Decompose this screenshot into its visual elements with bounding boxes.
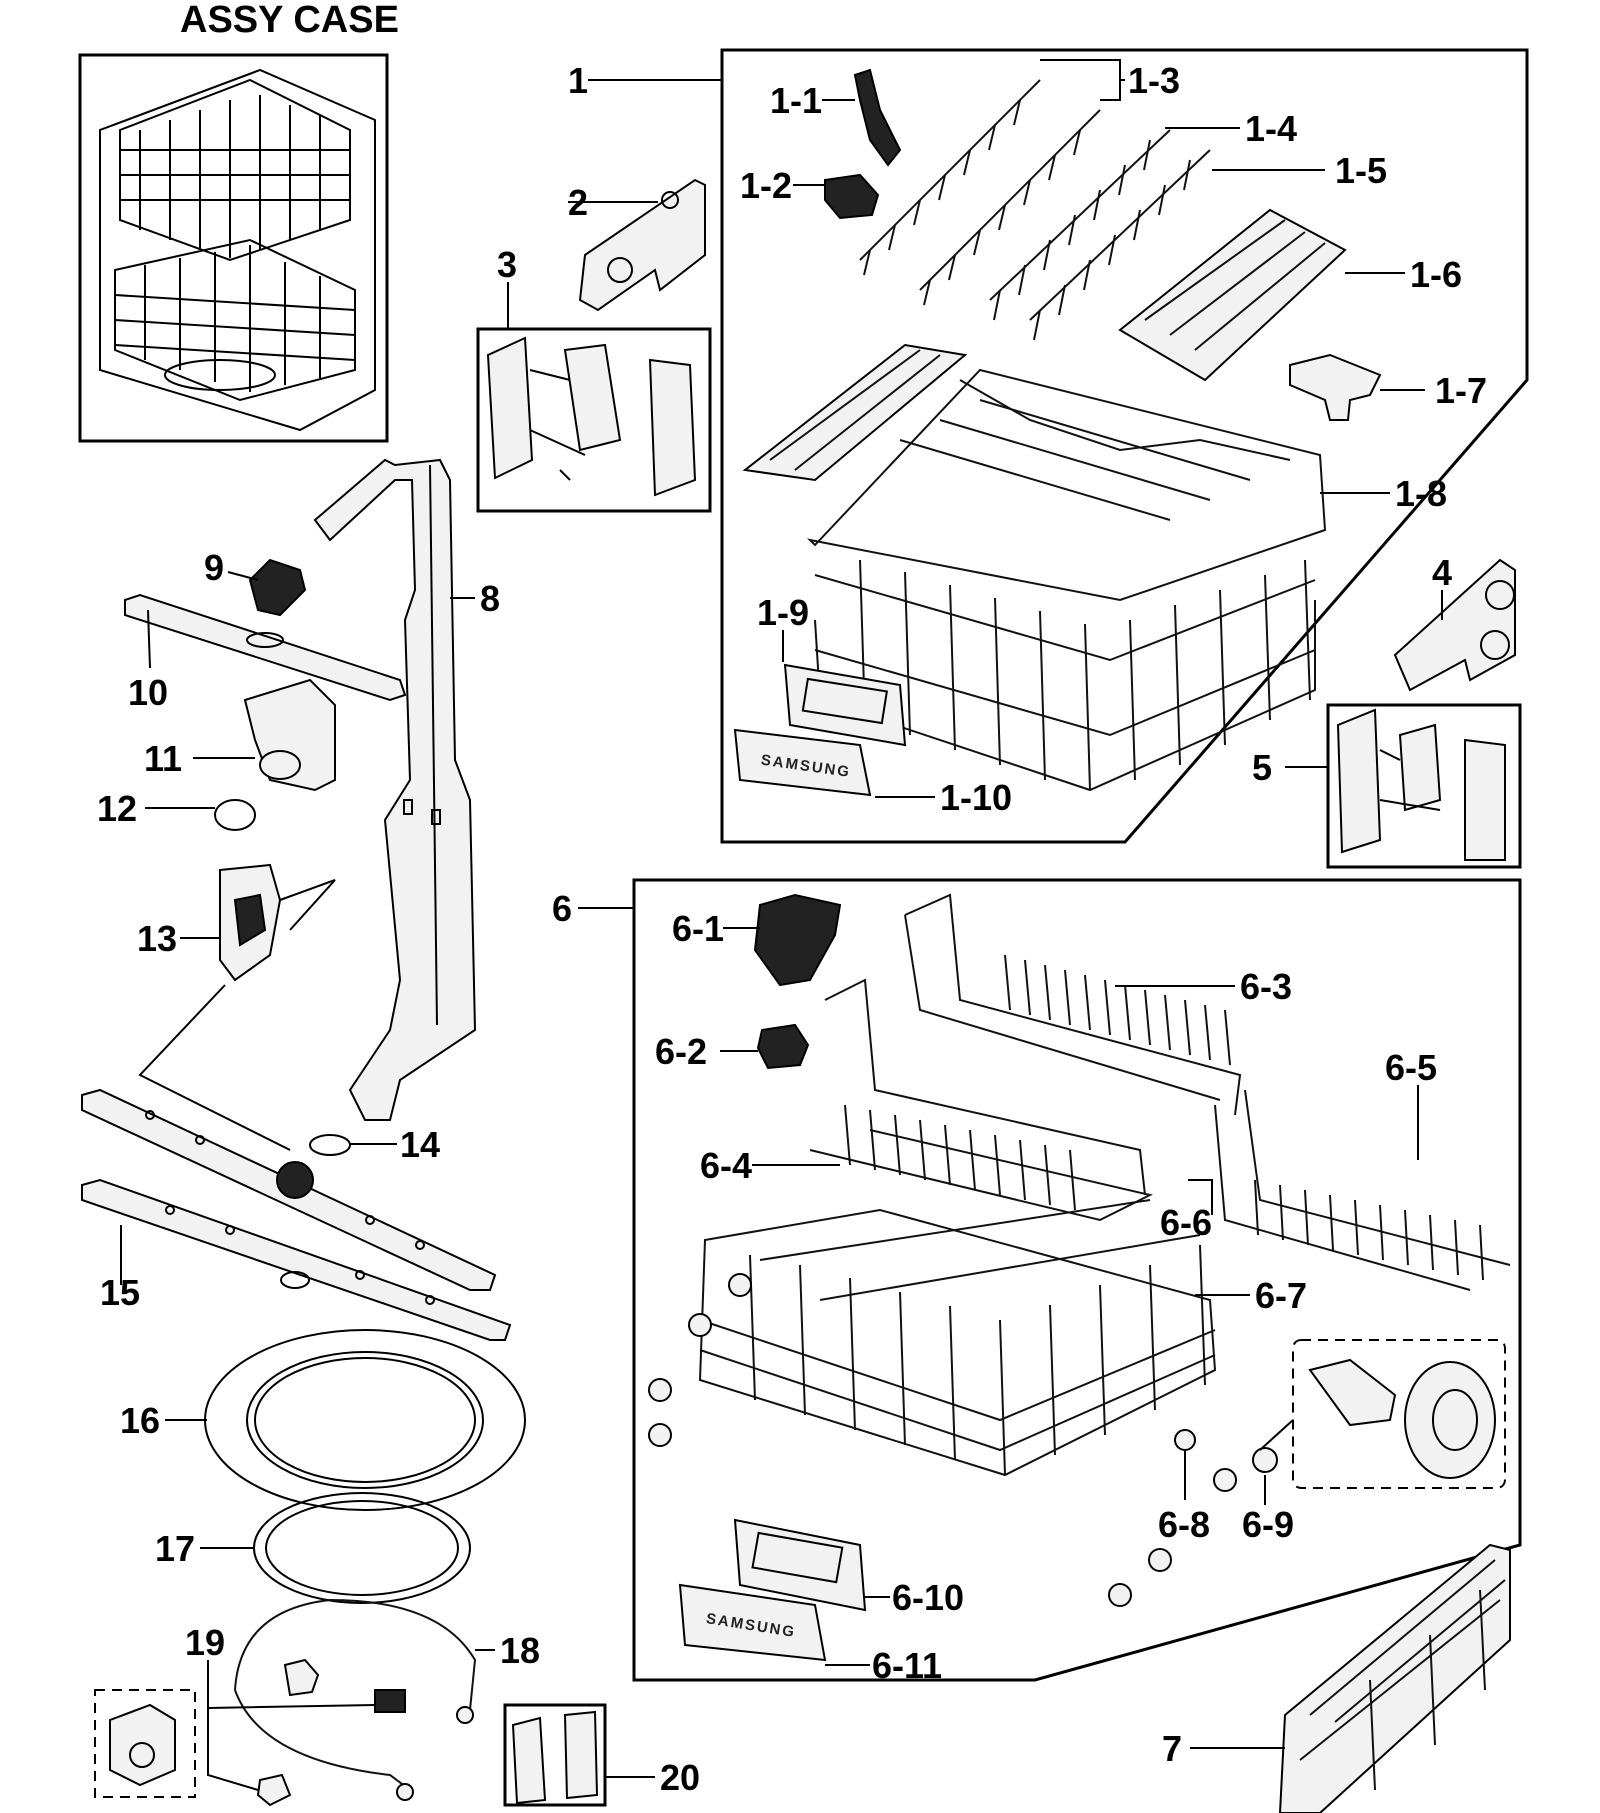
- callout-4: 4: [1432, 552, 1452, 593]
- sensor-detail-frame: [94, 1689, 196, 1798]
- callout-6-11: 6-11: [872, 1645, 942, 1686]
- callout-2: 2: [568, 182, 588, 223]
- wire-harness: [234, 1598, 477, 1801]
- callout-13: 13: [137, 918, 177, 959]
- callout-6-7: 6-7: [1255, 1275, 1307, 1316]
- callout-6-8: 6-8: [1158, 1504, 1210, 1545]
- callout-1-1: 1-1: [770, 80, 822, 121]
- callout-9: 9: [204, 547, 224, 588]
- upper-rack-handle-frame: [783, 663, 907, 747]
- callout-1-8: 1-8: [1395, 473, 1447, 514]
- upper-rack-bracket-part: [1289, 353, 1382, 421]
- callout-6-5: 6-5: [1385, 1047, 1437, 1088]
- callout-11: 11: [144, 738, 182, 779]
- callout-8: 8: [480, 578, 500, 619]
- upper-rack-side-shelf: [742, 343, 968, 482]
- callout-17: 17: [155, 1528, 195, 1569]
- callout-7: 7: [1162, 1728, 1182, 1769]
- callout-6-6: 6-6: [1160, 1202, 1212, 1243]
- callout-labels: 1 1-1 1-2 1-3 1-4 1-5 1-6 1-7 1-8 1-9 1-…: [97, 60, 1487, 1798]
- callout-12: 12: [97, 788, 137, 829]
- bracket-part-2: [578, 178, 706, 312]
- upper-rack-clip-part: [853, 68, 902, 167]
- upper-wash-arm: [124, 593, 407, 702]
- wheel-detail: [1259, 1358, 1496, 1479]
- callout-1-5: 1-5: [1335, 150, 1387, 191]
- arm-holder-part: [219, 863, 282, 982]
- part-3-assembly: [486, 336, 697, 497]
- assembly-guide-lines: [138, 879, 336, 1151]
- upper-rack-tines: [859, 79, 1211, 341]
- lower-rack-tine-row-b: [809, 978, 1153, 1222]
- callout-6-2: 6-2: [655, 1031, 707, 1072]
- callout-18: 18: [500, 1630, 540, 1671]
- bracket-part-4: [1393, 558, 1516, 692]
- callout-6-3: 6-3: [1240, 966, 1292, 1007]
- sleeve-parts: [511, 1710, 599, 1805]
- lower-rack-wheels: [648, 1273, 1278, 1607]
- leader-lines: [120, 59, 1443, 1791]
- callout-20: 20: [660, 1757, 700, 1798]
- o-ring-12: [214, 799, 256, 831]
- upper-rack-group-frame: [720, 48, 1529, 844]
- part-20-frame: [503, 1703, 607, 1807]
- lower-rack-stopper-part: [756, 1023, 810, 1070]
- callout-1-3: 1-3: [1128, 60, 1180, 101]
- lower-rack-handle-frame: [733, 1518, 867, 1612]
- upper-rack-cup-shelf: [1118, 208, 1347, 382]
- callout-1-6: 1-6: [1410, 254, 1462, 295]
- callout-1-10: 1-10: [940, 777, 1012, 818]
- lower-rack-handle-cover: SAMSUNG: [678, 1583, 827, 1662]
- lower-rack-tine-row-a: [904, 893, 1242, 1116]
- sensor-parts: [109, 1658, 406, 1807]
- callout-14: 14: [400, 1124, 440, 1165]
- part-5-assembly: [1336, 708, 1506, 861]
- callout-6-4: 6-4: [700, 1145, 752, 1186]
- cutlery-basket: [1278, 1543, 1511, 1813]
- ring-14: [309, 1134, 351, 1156]
- assy-case-preview: [99, 68, 376, 432]
- lower-rack-bracket-part: [753, 893, 842, 987]
- lower-wash-arm: [81, 1088, 512, 1341]
- callout-15: 15: [100, 1272, 140, 1313]
- callout-5: 5: [1252, 747, 1272, 788]
- callout-3: 3: [497, 244, 517, 285]
- lower-rack-basket: [698, 1199, 1217, 1477]
- callout-1-7: 1-7: [1435, 370, 1487, 411]
- callout-6-1: 6-1: [672, 908, 724, 949]
- callout-6-9: 6-9: [1242, 1504, 1294, 1545]
- lower-rack-group-frame: [632, 878, 1522, 1682]
- part-5-frame: [1326, 703, 1522, 869]
- callout-6: 6: [552, 888, 572, 929]
- assy-case-frame: [78, 53, 389, 443]
- part-3-frame: [476, 327, 712, 513]
- callout-1-9: 1-9: [757, 592, 809, 633]
- lower-rack-tine-row-c: [1214, 1089, 1511, 1291]
- nozzle-part: [248, 558, 307, 617]
- callout-19: 19: [185, 1622, 225, 1663]
- supply-pipe-part: [313, 458, 477, 1121]
- filter-ring: [204, 1329, 526, 1511]
- callout-1-4: 1-4: [1245, 108, 1297, 149]
- callout-16: 16: [120, 1400, 160, 1441]
- callout-1: 1: [568, 60, 588, 101]
- upper-rack-handle-cover: SAMSUNG: [733, 728, 872, 797]
- wheel-detail-frame: [1292, 1339, 1506, 1489]
- callout-1-2: 1-2: [740, 165, 792, 206]
- upper-rack-stopper-part: [824, 173, 880, 220]
- callout-10: 10: [128, 672, 168, 713]
- diagram-title: ASSY CASE: [180, 0, 399, 41]
- arm-housing-part: [243, 678, 336, 792]
- callout-6-10: 6-10: [892, 1577, 964, 1618]
